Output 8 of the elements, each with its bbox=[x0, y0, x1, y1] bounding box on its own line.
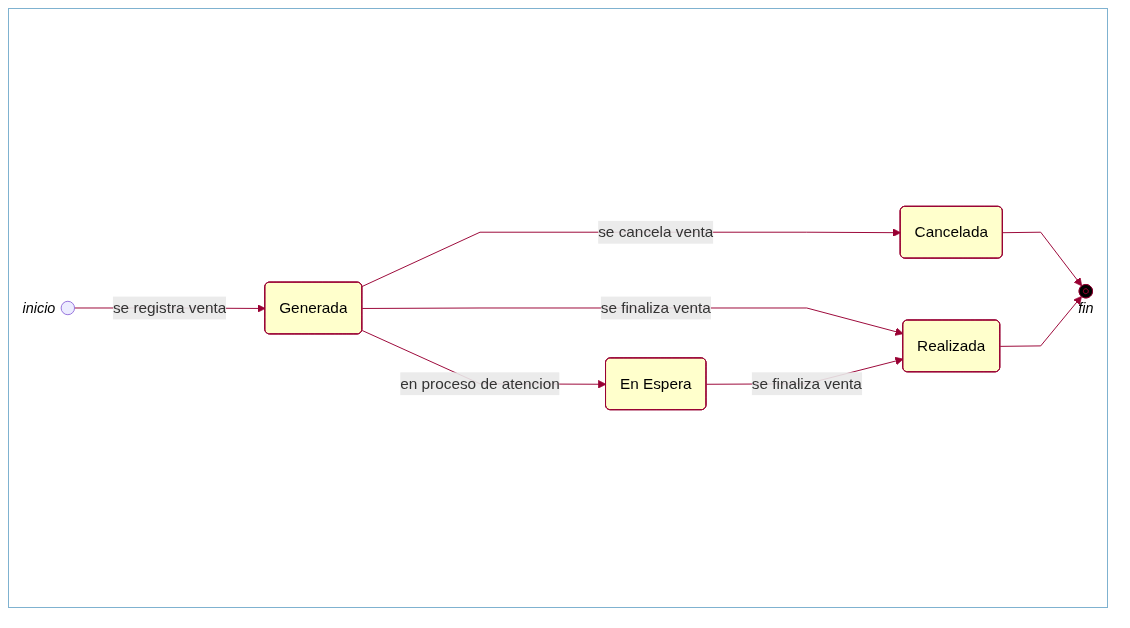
state-caption: fin bbox=[1078, 300, 1094, 317]
edge-label: se finaliza venta bbox=[600, 299, 711, 316]
edge-label: se registra venta bbox=[112, 299, 227, 316]
edge-label: en proceso de atencion bbox=[400, 375, 560, 392]
edge-label: se finaliza venta bbox=[751, 375, 862, 392]
node-circle bbox=[60, 300, 76, 316]
state-caption: inicio bbox=[22, 299, 56, 316]
edge-label: se cancela venta bbox=[598, 223, 714, 240]
